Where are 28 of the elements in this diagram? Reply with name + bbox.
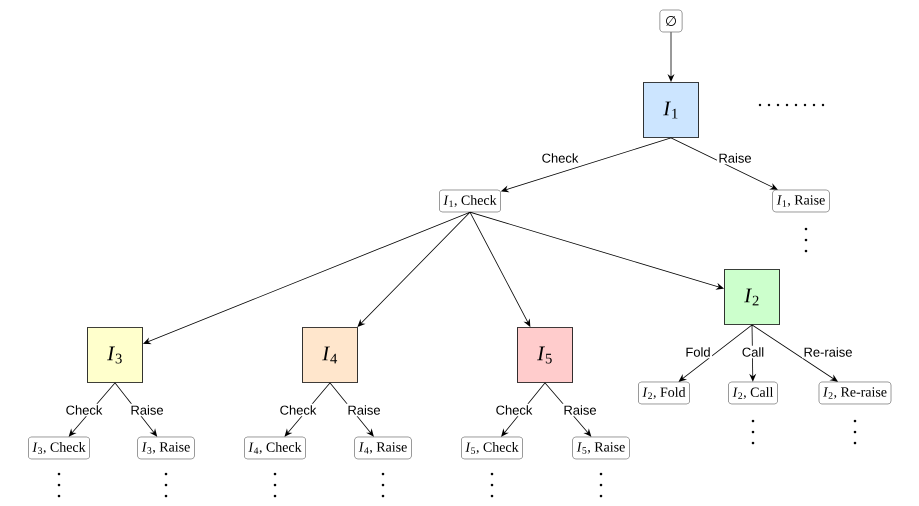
edge-label: Check (540, 152, 580, 164)
edge-label: Raise (562, 404, 598, 416)
edge-label: Call (740, 346, 766, 358)
edge-label: Check (64, 404, 104, 416)
history-box: I$_{2}$, Re-raise (818, 382, 892, 404)
history-box: I$_{3}$, Check (28, 436, 90, 460)
information-set-box: I$_{4}$ (302, 327, 358, 383)
edge-label: Raise (128, 404, 166, 416)
edge-label: Check (494, 404, 534, 416)
history-box: I$_{3}$, Raise (138, 436, 194, 460)
history-box: I$_{2}$, Call (728, 382, 778, 404)
information-set-box: I$_{3}$ (87, 327, 143, 383)
history-box: I$_{2}$, Fold (638, 382, 690, 404)
edge-label: Re-raise (802, 346, 854, 358)
information-set-box: I$_{5}$ (517, 327, 573, 383)
edge-label: Fold (684, 346, 712, 358)
history-box: I$_{4}$, Raise (354, 436, 412, 460)
history-box: I$_{5}$, Check (461, 436, 523, 460)
edge-label: Check (278, 404, 318, 416)
information-set-box: I$_{2}$ (724, 269, 780, 325)
history-box: I$_{4}$, Check (244, 436, 306, 460)
information-set-box: I$_{1}$ (643, 82, 699, 138)
history-box: I$_{1}$, Check (439, 190, 501, 212)
edge-label: Raise (716, 152, 754, 164)
history-box: I$_{1}$, Raise (772, 190, 830, 212)
history-box: I$_{5}$, Raise (572, 436, 630, 460)
root-box: ∅ (660, 10, 682, 32)
edge-label: Raise (346, 404, 382, 416)
